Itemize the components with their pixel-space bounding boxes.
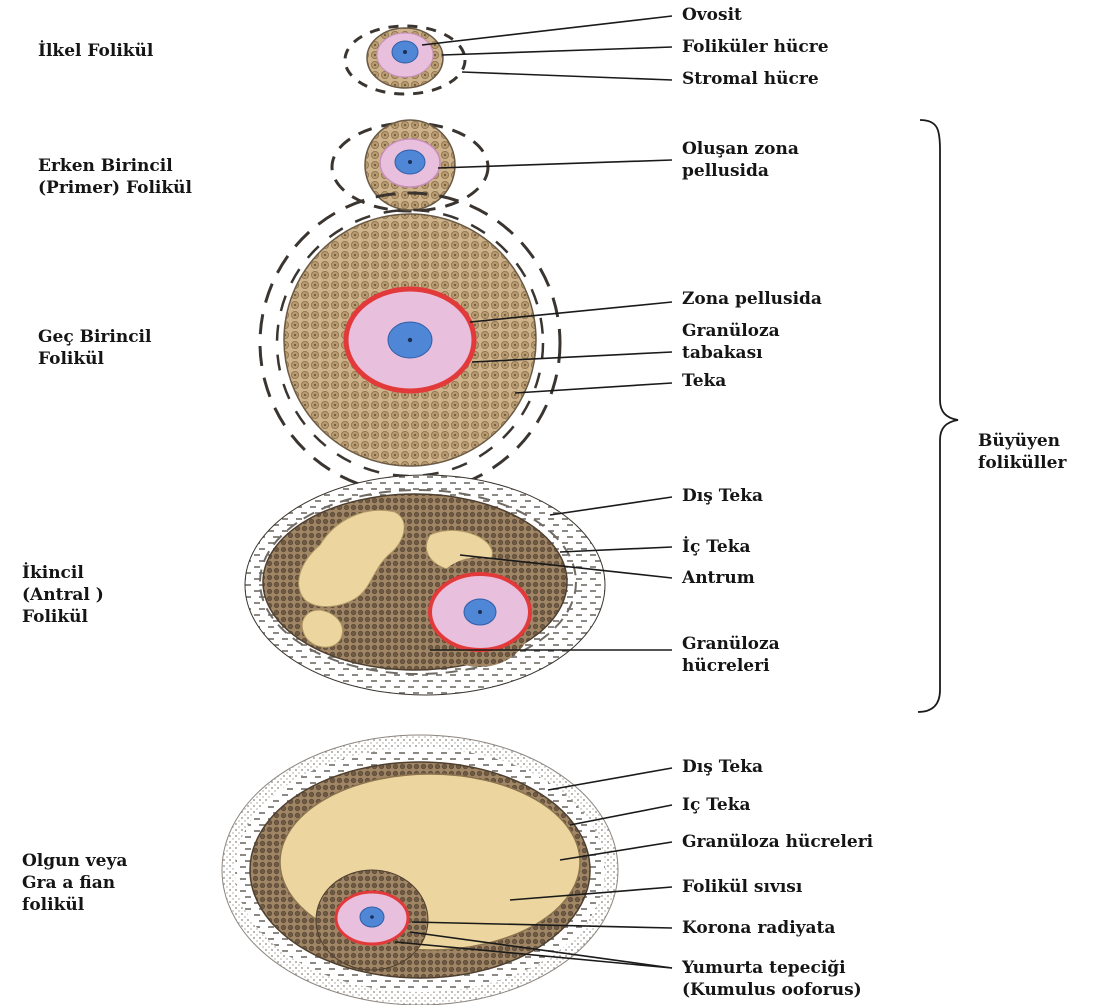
- stage-label-graafian: Olgun veya Gra a fian folikül: [22, 850, 127, 916]
- stage-text: İkincil: [22, 562, 104, 584]
- stage-text: İlkel Folikül: [38, 40, 153, 62]
- label-antrum: Antrum: [682, 567, 755, 589]
- label-line: tabakası: [682, 342, 780, 364]
- label-follicular-cell: Foliküler hücre: [682, 36, 829, 58]
- label-line: pellusida: [682, 160, 799, 182]
- label-forming-zona: Oluşan zona pellusida: [682, 138, 799, 182]
- label-line: Granüloza: [682, 320, 780, 342]
- label-growing-follicles: Büyüyen foliküller: [978, 430, 1066, 474]
- leader-theca-externa-1: [550, 497, 672, 515]
- label-oocyte: Ovosit: [682, 4, 742, 26]
- label-line: Yumurta tepeciği: [682, 957, 862, 979]
- stage-text: Geç Birincil: [38, 326, 151, 348]
- stage-text: Olgun veya: [22, 850, 127, 872]
- leader-stromal-cell: [462, 72, 672, 80]
- leader-theca: [515, 383, 672, 393]
- label-line: hücreleri: [682, 655, 780, 677]
- stage-label-primordial: İlkel Folikül: [38, 40, 153, 62]
- stage-text: Folikül: [38, 348, 151, 370]
- label-zona-pellucida: Zona pellusida: [682, 288, 822, 310]
- label-theca-interna-2: Iç Teka: [682, 794, 751, 816]
- stage-text: (Antral ): [22, 584, 104, 606]
- stage-label-secondary: İkincil (Antral ) Folikül: [22, 562, 104, 628]
- stage-text: Folikül: [22, 606, 104, 628]
- label-theca-externa-1: Dış Teka: [682, 485, 763, 507]
- label-follicular-fluid: Folikül sıvısı: [682, 876, 802, 898]
- early-primary-follicle: [332, 120, 488, 211]
- secondary-follicle: [245, 475, 605, 695]
- graafian-follicle: [222, 735, 618, 1005]
- label-line: Oluşan zona: [682, 138, 799, 160]
- late-primary-follicle: [260, 193, 560, 493]
- stage-label-early-primary: Erken Birincil (Primer) Folikül: [38, 155, 192, 199]
- label-theca-externa-2: Dış Teka: [682, 756, 763, 778]
- leader-forming-zona: [438, 160, 672, 168]
- label-granulosa-layer: Granüloza tabakası: [682, 320, 780, 364]
- stage-text: folikül: [22, 894, 127, 916]
- primordial-follicle: [345, 26, 465, 94]
- label-granulosa-cells-2: Granüloza hücreleri: [682, 831, 873, 853]
- label-cumulus: Yumurta tepeciği (Kumulus ooforus): [682, 957, 862, 1001]
- leader-oocyte: [422, 16, 672, 45]
- label-line: Büyüyen: [978, 430, 1066, 452]
- stage-text: Erken Birincil: [38, 155, 192, 177]
- leader-follicular-cell: [442, 47, 672, 55]
- label-line: foliküller: [978, 452, 1066, 474]
- label-line: (Kumulus ooforus): [682, 979, 862, 1001]
- label-theca: Teka: [682, 370, 726, 392]
- stage-text: (Primer) Folikül: [38, 177, 192, 199]
- growing-follicles-bracket: [918, 120, 958, 712]
- stage-label-late-primary: Geç Birincil Folikül: [38, 326, 151, 370]
- label-granulosa-cells-1: Granüloza hücreleri: [682, 633, 780, 677]
- label-line: Granüloza: [682, 633, 780, 655]
- label-theca-interna-1: İç Teka: [682, 536, 751, 558]
- label-stromal-cell: Stromal hücre: [682, 68, 819, 90]
- stage-text: Gra a fian: [22, 872, 127, 894]
- label-corona-radiata: Korona radiyata: [682, 917, 835, 939]
